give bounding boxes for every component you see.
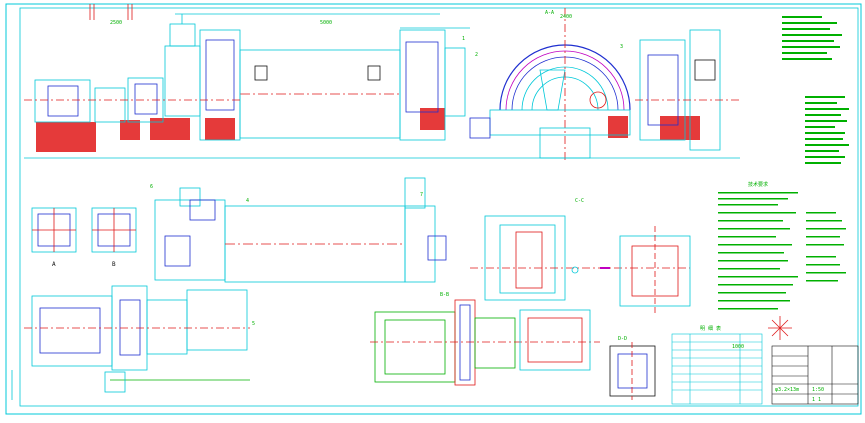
part-label-2: 2 (475, 52, 478, 58)
drawing-no: φ3.2×13m (775, 387, 799, 393)
section-views-left (31, 207, 137, 253)
view-label-mid: B (112, 261, 116, 268)
sheet-number: 1 1 (812, 397, 821, 403)
part-label-7: 7 (420, 192, 423, 198)
dim-right: 1000 (732, 344, 744, 350)
north-arrow (768, 316, 792, 340)
part-label-1: 1 (462, 36, 465, 42)
outer-frame (5, 3, 862, 415)
gear-end-view (469, 8, 631, 160)
view-label-left: A (52, 261, 56, 268)
elevation-view (24, 4, 740, 160)
tech-notes-mid (718, 192, 798, 310)
inner-frame (19, 7, 859, 407)
drawing-scale: 1:50 (812, 387, 824, 393)
dim-top-right: 2400 (560, 14, 572, 20)
part-label-5: 5 (252, 321, 255, 327)
title-block (771, 345, 859, 405)
small-detail-view (609, 342, 656, 400)
gear-detail-view: C-C (470, 198, 691, 316)
parts-list-table (671, 333, 763, 405)
section-right-label: D-D (618, 336, 627, 342)
spec-table-mid (806, 212, 846, 282)
part-label-3: 3 (620, 44, 623, 50)
table-title: 明 细 表 (700, 325, 721, 332)
coupling-detail-view (370, 299, 600, 386)
view-label-a: A-A (545, 10, 554, 16)
section-mid-left-label: B-B (440, 292, 449, 298)
dim-top-mid: 5000 (320, 20, 332, 26)
plan-view (154, 177, 447, 283)
notes-title: 技术要求 (748, 181, 768, 188)
foundation-hatch (36, 108, 700, 152)
dim-top-left: 2500 (110, 20, 122, 26)
drive-plan-view (11, 285, 250, 400)
tech-notes-top (782, 16, 849, 164)
part-label-4: 4 (246, 198, 249, 204)
section-mid-label: C-C (575, 198, 584, 204)
part-label-6: 6 (150, 184, 153, 190)
